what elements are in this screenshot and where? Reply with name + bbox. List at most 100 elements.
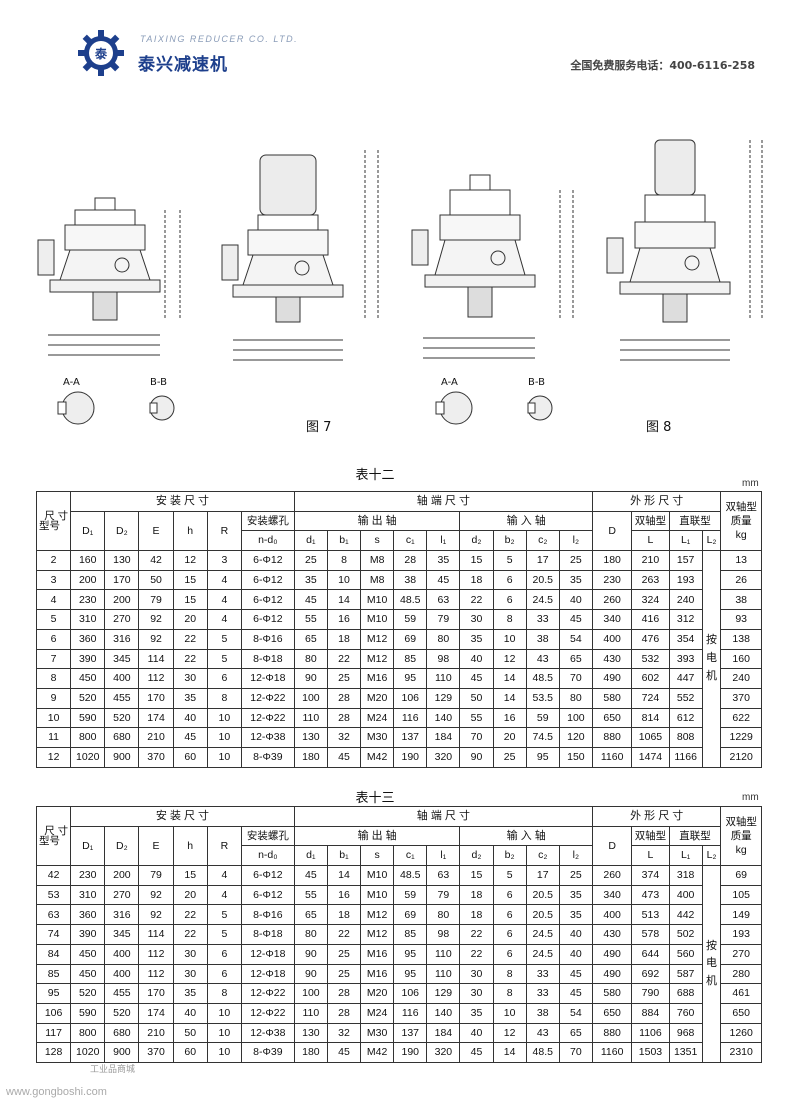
col-header: s bbox=[360, 845, 395, 867]
table-cell: M10 bbox=[360, 589, 395, 611]
company-logo: 泰 bbox=[78, 30, 124, 76]
table-cell: 74.5 bbox=[525, 727, 560, 748]
table-cell: 112 bbox=[138, 963, 174, 985]
col-header: D₂ bbox=[104, 510, 140, 552]
table-cell: 65 bbox=[293, 904, 328, 926]
col-header: L₂ bbox=[701, 845, 722, 867]
table-cell: 400 bbox=[104, 963, 140, 985]
table-cell: 1351 bbox=[668, 1042, 703, 1063]
table-cell: 393 bbox=[668, 648, 703, 670]
table-cell: 69 bbox=[393, 628, 428, 650]
table-cell: 45 bbox=[293, 589, 328, 611]
table-cell: 130 bbox=[293, 1022, 328, 1044]
table-cell: 35 bbox=[558, 569, 593, 591]
table-cell: 513 bbox=[631, 904, 670, 926]
table-cell: 33 bbox=[525, 609, 560, 630]
table-cell: 6-Φ12 bbox=[240, 884, 295, 906]
table-cell: 5 bbox=[206, 924, 242, 945]
table-cell: 18 bbox=[459, 904, 494, 926]
table-cell: 170 bbox=[138, 983, 174, 1004]
col-header: s bbox=[360, 530, 395, 552]
table-cell: 8 bbox=[326, 550, 362, 571]
table-cell: 70 bbox=[558, 668, 593, 689]
col-header: h bbox=[172, 510, 208, 552]
table-cell: 10 bbox=[326, 569, 362, 591]
table-cell: 461 bbox=[720, 983, 762, 1004]
table-cell: 11 bbox=[35, 727, 72, 748]
table-cell: 6 bbox=[492, 924, 527, 945]
table-cell: 14 bbox=[492, 687, 527, 709]
table-cell: 48.5 bbox=[525, 1042, 560, 1063]
table-cell: 2 bbox=[35, 550, 72, 571]
table-cell: M10 bbox=[360, 884, 395, 906]
table-cell: 38 bbox=[525, 1002, 560, 1024]
corner-cell: 尺 寸型号 bbox=[35, 490, 72, 552]
table-cell: 95 bbox=[525, 746, 560, 768]
table-cell: 5 bbox=[35, 609, 72, 630]
table-cell: 80 bbox=[293, 924, 328, 945]
table-cell: 532 bbox=[631, 648, 670, 670]
table-cell: M10 bbox=[360, 609, 395, 630]
table-cell: 370 bbox=[138, 1042, 174, 1063]
table-cell: 476 bbox=[631, 628, 670, 650]
table-cell: 100 bbox=[293, 983, 328, 1004]
table-cell: 6-Φ12 bbox=[240, 865, 295, 886]
table-cell: 450 bbox=[70, 668, 106, 689]
col-header: n-d₀ bbox=[240, 845, 295, 867]
table-cell: 22 bbox=[326, 648, 362, 670]
table-cell: M20 bbox=[360, 687, 395, 709]
table-cell: 60 bbox=[172, 746, 208, 768]
table-cell: M30 bbox=[360, 727, 395, 748]
table-cell: 270 bbox=[104, 884, 140, 906]
table-cell: 22 bbox=[172, 904, 208, 926]
table-cell: 53.5 bbox=[525, 687, 560, 709]
table-cell: 24.5 bbox=[525, 943, 560, 965]
table-cell: 45 bbox=[326, 1042, 362, 1063]
table-cell: 520 bbox=[104, 707, 140, 729]
table-cell: 32 bbox=[326, 1022, 362, 1044]
table-cell: 400 bbox=[591, 904, 633, 926]
table-cell: 590 bbox=[70, 707, 106, 729]
table-cell: 8 bbox=[206, 687, 242, 709]
table-cell: 316 bbox=[104, 904, 140, 926]
table-cell: 12-Φ22 bbox=[240, 1002, 295, 1024]
col-header: c₂ bbox=[525, 845, 560, 867]
table-cell: 580 bbox=[591, 983, 633, 1004]
table-cell: 12 bbox=[35, 746, 72, 768]
table-cell: 6-Φ12 bbox=[240, 609, 295, 630]
table-cell: 92 bbox=[138, 904, 174, 926]
table-cell: 340 bbox=[591, 609, 633, 630]
table-cell: 45 bbox=[172, 727, 208, 748]
table-cell: 35 bbox=[558, 904, 593, 926]
table-cell: 5 bbox=[492, 550, 527, 571]
table-cell: 45 bbox=[558, 963, 593, 985]
table-cell: 45 bbox=[459, 668, 494, 689]
table-cell: 40 bbox=[558, 589, 593, 611]
col-header: D bbox=[591, 510, 633, 552]
table-cell: 28 bbox=[326, 983, 362, 1004]
col-header: L bbox=[631, 845, 670, 867]
table-cell: 35 bbox=[426, 550, 461, 571]
table-cell: 4 bbox=[206, 609, 242, 630]
header-input-shaft: 输 入 轴 bbox=[459, 825, 593, 847]
col-header: b₂ bbox=[492, 530, 527, 552]
table-cell: 230 bbox=[591, 569, 633, 591]
table-cell: 502 bbox=[668, 924, 703, 945]
table-cell: 50 bbox=[459, 687, 494, 709]
table-cell: 6 bbox=[206, 943, 242, 965]
table-cell: 400 bbox=[591, 628, 633, 650]
table-cell: 3 bbox=[35, 569, 72, 591]
table-cell: 200 bbox=[104, 865, 140, 886]
motor-note: 按电机 bbox=[701, 865, 722, 1063]
table-cell: 3 bbox=[206, 550, 242, 571]
table-cell: 8-Φ18 bbox=[240, 924, 295, 945]
table-cell: 354 bbox=[668, 628, 703, 650]
table-cell: 112 bbox=[138, 668, 174, 689]
table-cell: 110 bbox=[293, 1002, 328, 1024]
